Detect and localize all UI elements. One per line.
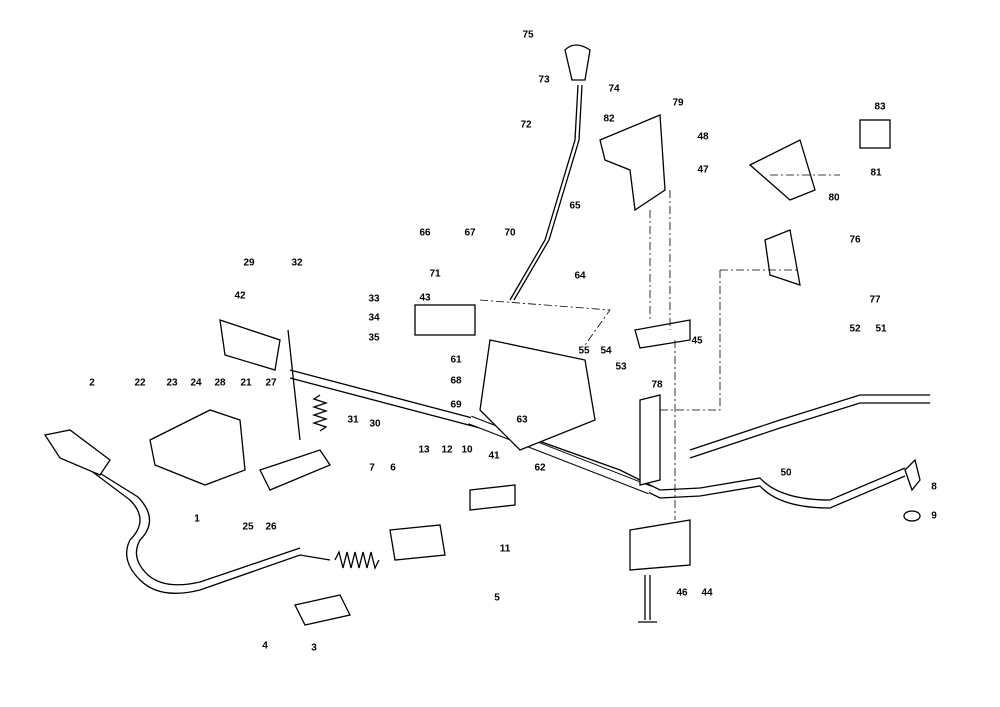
main-bar (289, 369, 906, 501)
callout-26: 26 (265, 521, 277, 533)
callout-67: 67 (464, 227, 476, 239)
block-43 (414, 304, 476, 336)
callout-30: 30 (369, 418, 381, 430)
callout-25: 25 (242, 521, 254, 533)
callout-55: 55 (578, 345, 590, 357)
pedal-pad (43, 429, 111, 476)
lever-plate (479, 339, 596, 451)
callout-62: 62 (534, 462, 546, 474)
callout-80: 80 (828, 192, 840, 204)
bracket-21 (149, 409, 246, 486)
callout-10: 10 (461, 444, 473, 456)
rod-29 (287, 329, 301, 441)
callout-82: 82 (603, 113, 615, 125)
callout-61: 61 (450, 354, 462, 366)
upper-rod (689, 394, 930, 451)
callout-70: 70 (504, 227, 516, 239)
callout-66: 66 (419, 227, 431, 239)
gear-lever (509, 84, 579, 301)
bracket-25 (259, 449, 331, 491)
main-bar-lower (289, 377, 906, 509)
callout-28: 28 (214, 377, 226, 389)
callout-22: 22 (134, 377, 146, 389)
callout-34: 34 (368, 312, 380, 324)
nut-9 (903, 510, 921, 522)
callout-74: 74 (608, 83, 620, 95)
callout-21: 21 (240, 377, 252, 389)
pedal-rod (49, 439, 331, 594)
callout-73: 73 (538, 74, 550, 86)
callout-65: 65 (569, 200, 581, 212)
callout-79: 79 (672, 97, 684, 109)
callout-29: 29 (243, 257, 255, 269)
callout-4: 4 (262, 640, 268, 652)
callout-7: 7 (369, 462, 375, 474)
callout-23: 23 (166, 377, 178, 389)
spring-5 (334, 550, 380, 570)
bracket-76 (764, 229, 801, 286)
callout-77: 77 (869, 294, 881, 306)
clamp-45 (634, 319, 691, 349)
callout-6: 6 (390, 462, 396, 474)
guide-lines (479, 174, 840, 520)
callout-78: 78 (651, 379, 663, 391)
callout-42: 42 (234, 290, 246, 302)
pedal-rod-inner (59, 444, 301, 586)
block-44 (629, 519, 691, 571)
plate-78 (639, 394, 661, 486)
callout-45: 45 (691, 335, 703, 347)
callout-41: 41 (488, 450, 500, 462)
callout-1: 1 (194, 513, 200, 525)
callout-63: 63 (516, 414, 528, 426)
callout-75: 75 (522, 29, 534, 41)
callout-43: 43 (419, 292, 431, 304)
upper-rod-2 (689, 402, 930, 459)
callout-35: 35 (368, 332, 380, 344)
callout-64: 64 (574, 270, 586, 282)
callout-83: 83 (874, 101, 886, 113)
callout-33: 33 (368, 293, 380, 305)
callout-69: 69 (450, 399, 462, 411)
link-8 (904, 458, 921, 492)
callout-2: 2 (89, 377, 95, 389)
bracket-3 (294, 594, 351, 626)
callout-51: 51 (875, 323, 887, 335)
gear-knob (564, 44, 591, 81)
callout-11: 11 (499, 543, 511, 555)
callout-54: 54 (600, 345, 612, 357)
bolt-46 (638, 575, 657, 623)
bracket-80 (748, 139, 816, 201)
spring-31 (311, 394, 329, 432)
callout-31: 31 (347, 414, 359, 426)
callout-9: 9 (931, 510, 937, 522)
callout-50: 50 (780, 467, 792, 479)
callout-24: 24 (190, 377, 202, 389)
block-5 (389, 524, 446, 561)
callout-27: 27 (265, 377, 277, 389)
callout-71: 71 (429, 268, 441, 280)
callout-12: 12 (441, 444, 453, 456)
callout-53: 53 (615, 361, 627, 373)
callout-3: 3 (311, 642, 317, 654)
callout-81: 81 (870, 167, 882, 179)
callout-5: 5 (494, 592, 500, 604)
callout-46: 46 (676, 587, 688, 599)
bracket-10 (469, 484, 516, 511)
callout-44: 44 (701, 587, 713, 599)
callout-68: 68 (450, 375, 462, 387)
callout-13: 13 (418, 444, 430, 456)
callout-72: 72 (520, 119, 532, 131)
bracket-79 (599, 114, 666, 212)
callout-52: 52 (849, 323, 861, 335)
switch-83 (859, 119, 891, 149)
callout-32: 32 (291, 257, 303, 269)
part-42 (219, 319, 281, 371)
callout-48: 48 (697, 131, 709, 143)
callout-8: 8 (931, 481, 937, 493)
callout-47: 47 (697, 164, 709, 176)
callout-76: 76 (849, 234, 861, 246)
